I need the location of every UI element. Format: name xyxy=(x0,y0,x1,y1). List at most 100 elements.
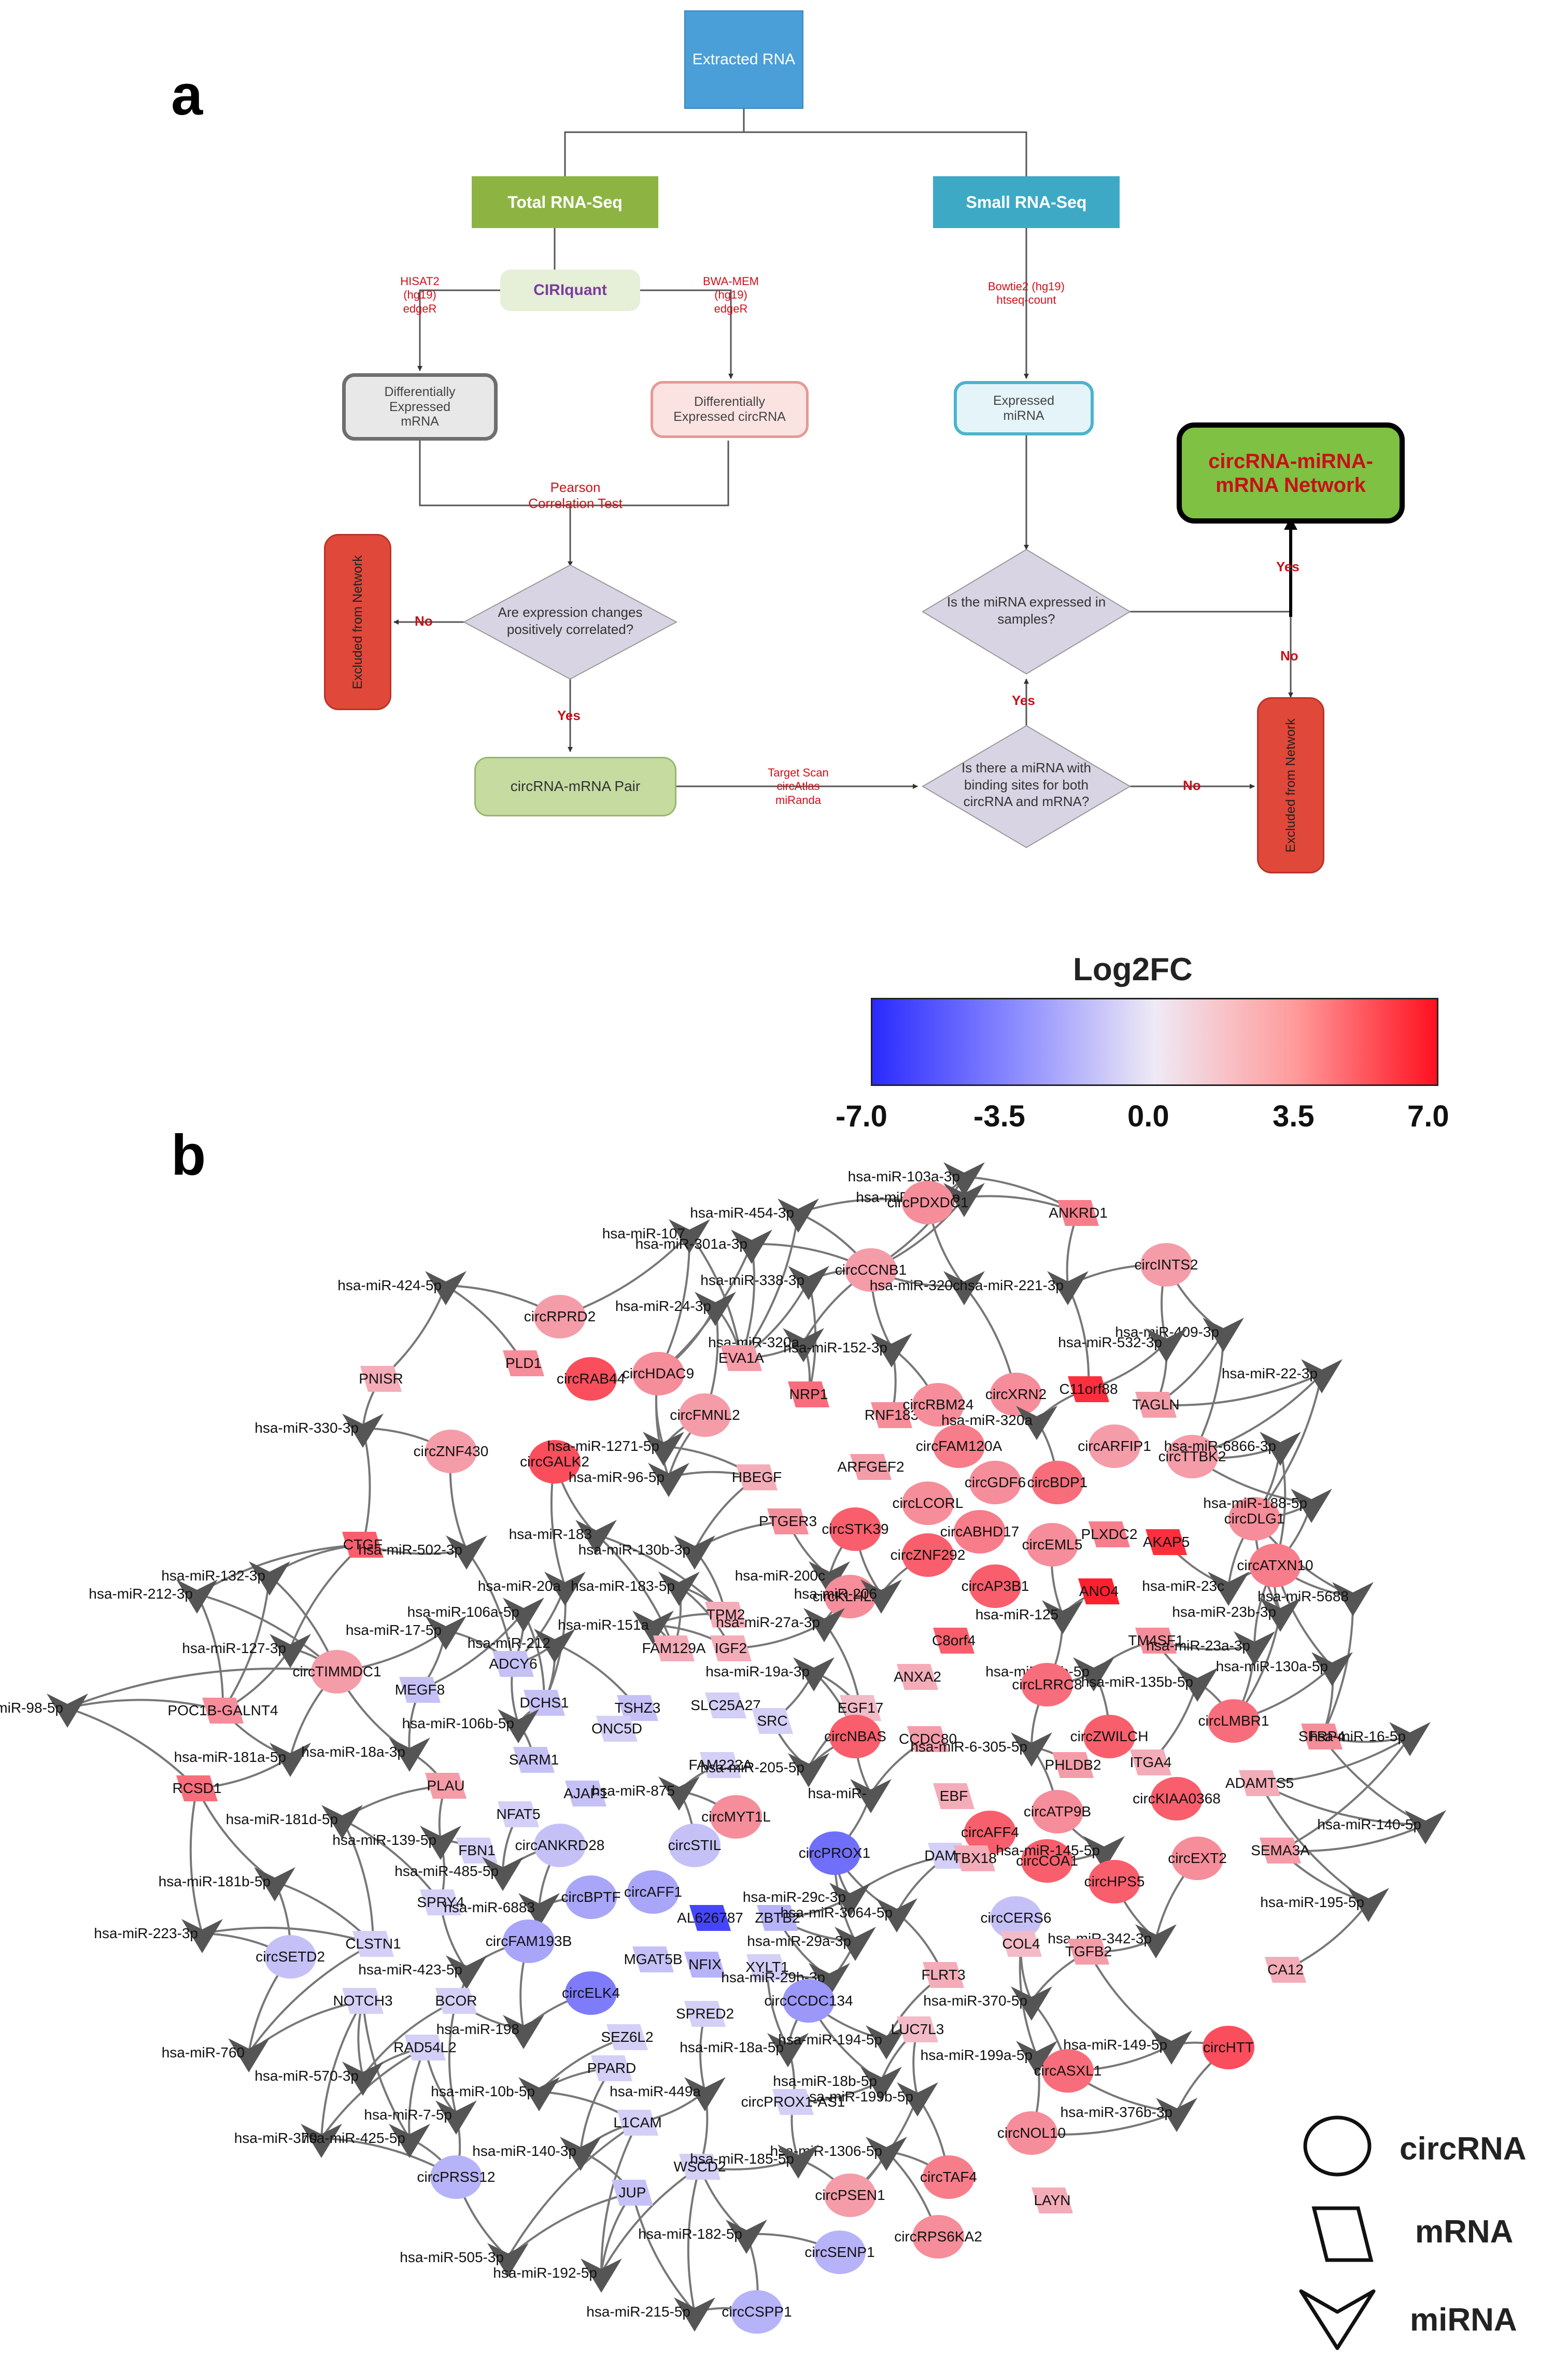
network-line-2: mRNA Network xyxy=(1216,473,1366,497)
nodes-layer: hsa-miR-103a-3phsa-miR-582-5pcircPDXDC1A… xyxy=(0,1162,1446,2334)
mirna-node: hsa-miR-182-5p xyxy=(638,2220,767,2254)
colorbar-tick-4: 3.5 xyxy=(1273,1099,1315,1133)
mirna-shape xyxy=(249,1561,290,1596)
decision-diamond-2 xyxy=(922,548,1131,675)
network-edge xyxy=(688,1233,742,1359)
mirna-node: hsa-miR-6883 xyxy=(444,1893,560,1927)
mrna-shape xyxy=(420,1889,461,1915)
node-label: PLD1 xyxy=(505,1355,542,1371)
mirna-shape xyxy=(809,1963,850,1997)
mirna-node: hsa-miR-152-3p xyxy=(783,1333,912,1367)
mirna-node: hsa-miR-301a-3p xyxy=(635,1230,772,1264)
mirna-node: hsa-miR-3064-5p xyxy=(781,1898,917,1932)
mrna-node: C8orf4 xyxy=(932,1628,976,1654)
node-label: ADAMTS5 xyxy=(1225,1775,1294,1791)
node-label: hsa-miR-16-5p xyxy=(1310,1728,1406,1744)
mrna-shape xyxy=(360,1366,402,1392)
node-label: circAFF1 xyxy=(624,1884,682,1900)
mirna-shape xyxy=(181,1919,223,1953)
mrna-shape xyxy=(176,1775,218,1801)
mirna-shape xyxy=(342,1414,384,1448)
circrna-node: circZWILCH xyxy=(1070,1715,1148,1758)
mrna-node: AL626787 xyxy=(677,1905,743,1931)
node-label: FAM222A xyxy=(689,1757,753,1773)
mirna-node: hsa-miR-875 xyxy=(592,1776,700,1811)
mirna-node: hsa-miR-1271-5p xyxy=(547,1432,684,1466)
mrna-shape xyxy=(425,1773,467,1799)
mirna-node: hsa-miR-188-5p xyxy=(1203,1489,1332,1523)
circrna-node: circFAM193B xyxy=(486,1920,572,1963)
decision-3-line-3: circRNA and mRNA? xyxy=(963,794,1090,809)
mrna-node: ANO4 xyxy=(1078,1578,1120,1604)
panel-a-label: a xyxy=(171,63,203,127)
mrna-shape xyxy=(498,1801,539,1827)
network-edge xyxy=(1259,1735,1411,1784)
mrna-shape xyxy=(897,2016,938,2042)
mirna-shape xyxy=(575,1520,617,1554)
node-label: circABHD17 xyxy=(940,1523,1019,1540)
node-label: TPM2 xyxy=(707,1606,745,1622)
node-label: circSETD2 xyxy=(256,1949,325,1965)
circrna-shape xyxy=(1171,1837,1223,1880)
mrna-node: RCSD1 xyxy=(173,1775,221,1801)
colorbar xyxy=(871,998,1438,1086)
mrna-shape xyxy=(897,1664,938,1690)
node-label: circLMBR1 xyxy=(1198,1713,1269,1729)
circrna-node: circABHD17 xyxy=(940,1510,1019,1554)
node-label: circTIMMDC1 xyxy=(292,1663,381,1679)
mirna-node: hsa-miR-139-5p xyxy=(332,1826,461,1860)
circrna-node: circXRN2 xyxy=(985,1373,1047,1416)
circrna-shape xyxy=(814,2231,866,2274)
mirna-shape xyxy=(176,1579,218,1614)
colorbar-tick-5: 7.0 xyxy=(1407,1099,1449,1133)
mirna-node: hsa-miR-181a-5p xyxy=(174,1743,311,1777)
node-label: hsa-miR-19a-3p xyxy=(705,1663,810,1679)
network-edge xyxy=(448,2000,457,2115)
mirna-shape xyxy=(1042,1600,1083,1634)
circrna-node: circASXL1 xyxy=(1034,2049,1101,2093)
mrna-shape xyxy=(399,1677,441,1703)
circrna-shape xyxy=(1032,1790,1083,1833)
mirna-node: hsa-miR-20a xyxy=(478,1572,586,1606)
node-label: circMYT1L xyxy=(701,1809,771,1825)
mirna-shape xyxy=(1301,1359,1343,1393)
circrna-shape xyxy=(969,1461,1021,1504)
mrna-node: NOTCH3 xyxy=(333,1988,393,2014)
node-label: hsa-miR-130b-3p xyxy=(578,1542,690,1558)
node-label: hsa-miR-125 xyxy=(976,1606,1058,1622)
circrna-node: circCOA1 xyxy=(1016,1839,1078,1883)
mirna-shape xyxy=(425,1271,467,1305)
circrna-node: circSTK39 xyxy=(822,1507,889,1551)
circrna-shape xyxy=(632,1352,684,1395)
mrna-shape xyxy=(1032,2187,1073,2213)
node-label: hsa-miR-198 xyxy=(436,2021,519,2037)
mirna-shape xyxy=(389,1738,430,1772)
network-edge xyxy=(248,1943,374,2054)
node-label: COL4 xyxy=(1002,1936,1040,1952)
node-label: hsa-miR- xyxy=(808,1785,867,1801)
mrna-shape xyxy=(352,1931,394,1957)
mirna-node: hsa-miR-106b-5p xyxy=(402,1709,539,1743)
node-label: circELK4 xyxy=(562,1985,620,2001)
circrna-node: circATXN10 xyxy=(1237,1544,1313,1587)
circrna-node: circKIAA0368 xyxy=(1133,1777,1221,1820)
mrna-node: TBX18 xyxy=(952,1845,997,1871)
node-label: hsa-miR-27a-3p xyxy=(716,1614,820,1630)
node-label: hsa-miR-22-3p xyxy=(1222,1365,1318,1381)
circrna-shape xyxy=(1026,1523,1078,1566)
mirna-node: hsa-miR-200c xyxy=(735,1561,850,1596)
network-edge xyxy=(687,2166,701,2312)
circrna-node: circRAB44 xyxy=(557,1357,625,1401)
circrna-node: circATP9B xyxy=(1024,1790,1091,1833)
node-label: LUC7L3 xyxy=(891,2021,944,2037)
network-edge xyxy=(222,1575,271,1712)
circrna-shape xyxy=(1208,1699,1260,1743)
node-label: PTGER3 xyxy=(759,1513,817,1529)
node-label: hsa-miR-532-3p xyxy=(1058,1334,1162,1350)
target-tools: Target Scan circAtlas miRanda xyxy=(757,766,840,807)
circrna-node: circTIMMDC1 xyxy=(292,1650,382,1693)
network-edge xyxy=(67,1699,223,1712)
mirna-shape xyxy=(809,1561,850,1596)
node-label: circBDP1 xyxy=(1027,1474,1088,1490)
circrna-node: circGDF6 xyxy=(965,1461,1026,1504)
